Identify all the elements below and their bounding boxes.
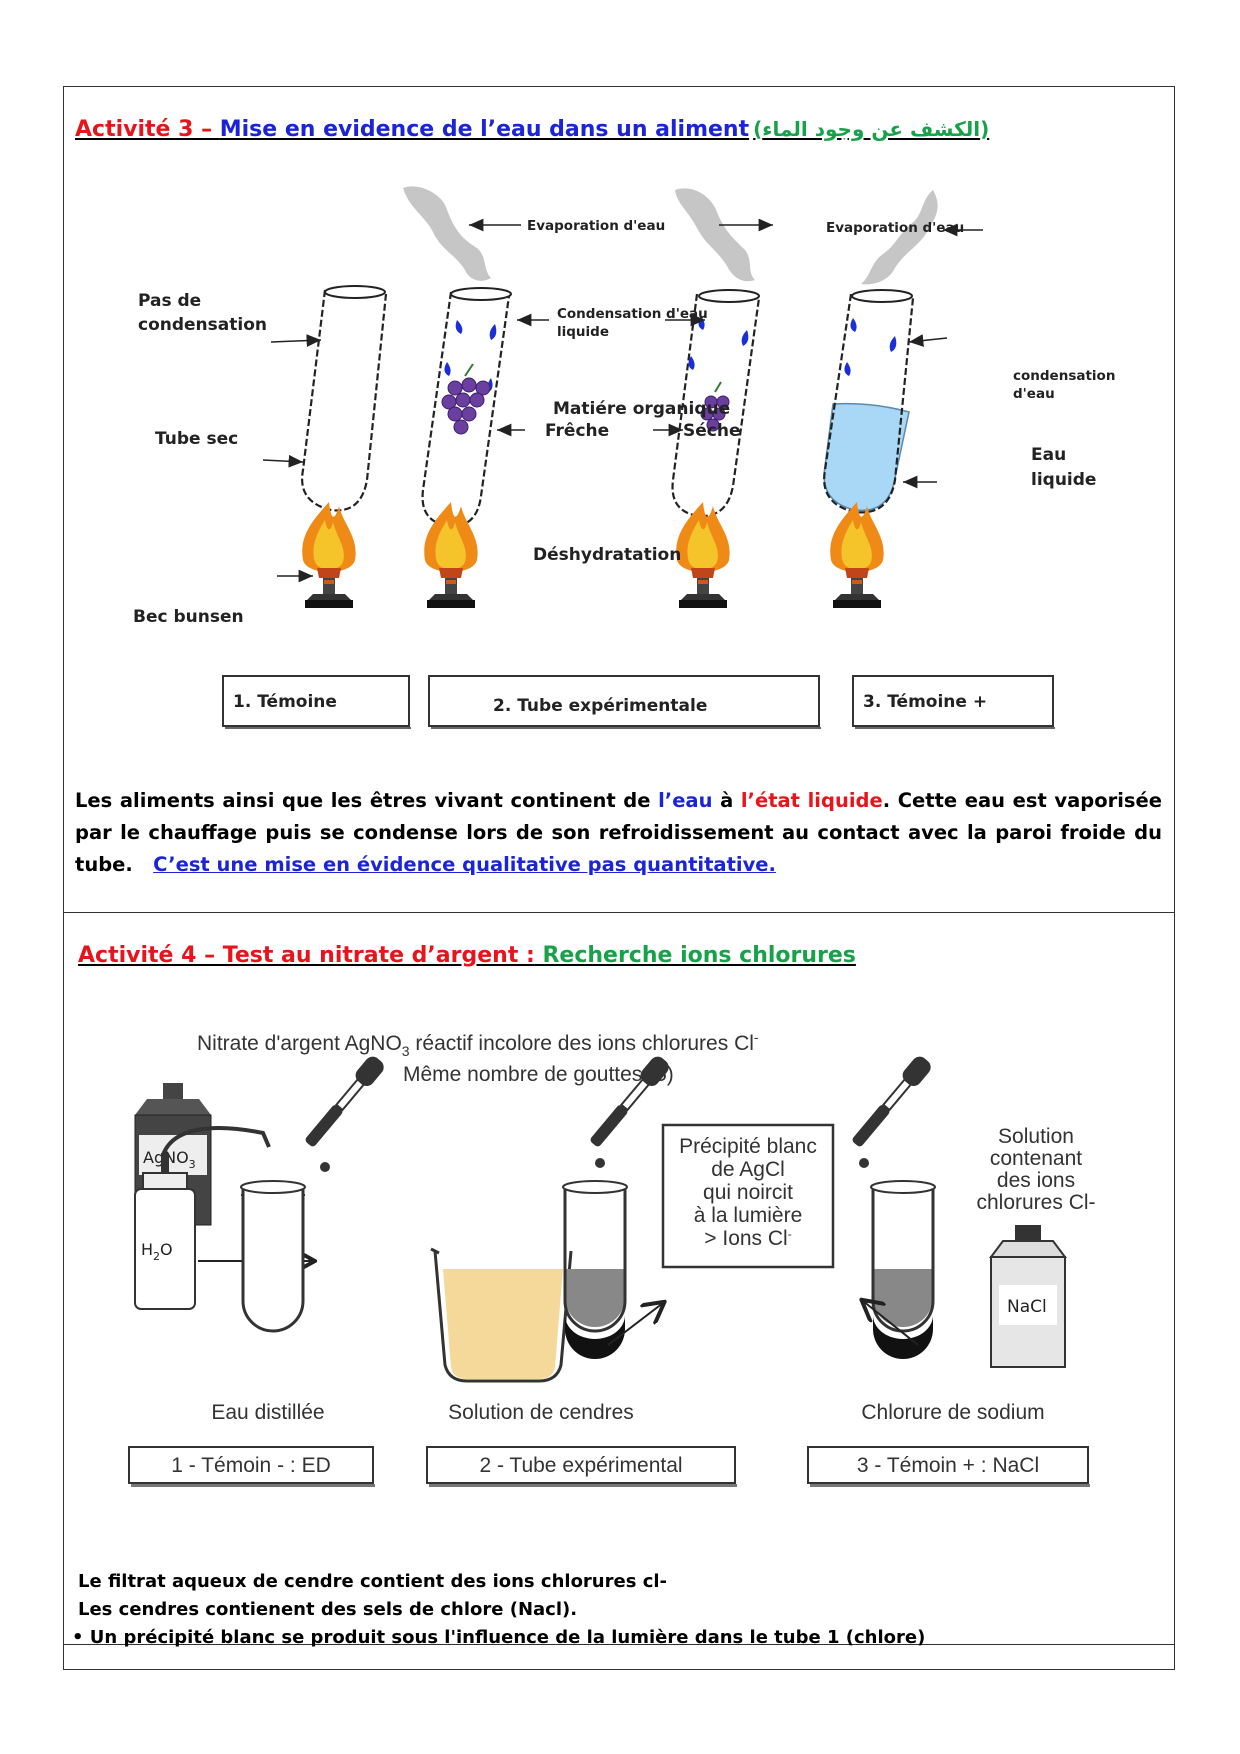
bunsen-experiment-diagram: Evaporation d'eau Evaporation d'eau Pas … (133, 186, 1115, 729)
section-divider (63, 912, 1175, 913)
arrow-precipitate-1 (607, 1303, 663, 1346)
label-seche: Séche (683, 421, 740, 441)
activity3-prefix: Activité 3 – (75, 117, 220, 142)
diagram-heading-1: Nitrate d'argent AgNO3 réactif incolore … (197, 1029, 759, 1059)
diagram-heading-2: Même nombre de gouttes (5) (403, 1063, 674, 1086)
box-1-label: 1. Témoine (233, 692, 337, 712)
label-deau-right: d'eau (1013, 386, 1055, 402)
bunsen-burner-1-icon (302, 502, 356, 608)
label-liquide-right: liquide (1031, 470, 1096, 490)
precip-line-4: à la lumière (694, 1204, 803, 1227)
text-segment: . Cette eau est vaporisée par le chauffa… (75, 789, 1162, 876)
precip-line-3: qui noircit (703, 1181, 793, 1204)
label-liquide: liquide (557, 324, 609, 340)
bottom-divider (63, 1644, 1175, 1645)
text-segment: Les aliments ainsi que les êtres vivant … (75, 789, 659, 812)
activity4-prefix: Activité 4 – Test au nitrate d’argent : (78, 943, 535, 968)
solution-line-1: Solution (998, 1125, 1074, 1148)
box-tube-experimental: 2 - Tube expérimental (426, 1446, 737, 1487)
box-tube-experimental-label: 2 - Tube expérimental (479, 1454, 682, 1477)
box-temoin-moins-label: 1 - Témoin - : ED (171, 1454, 331, 1477)
test-tube-1-icon (240, 1180, 306, 1333)
test-tube-3-icon (870, 1180, 936, 1359)
dropper-icons (305, 1056, 931, 1172)
activity3-title: Activité 3 – Mise en evidence de l’eau d… (75, 117, 989, 142)
label-condensation: condensation (138, 315, 267, 335)
activity3-heading: Mise en evidence de l’eau dans un alimen… (219, 117, 750, 142)
arrow-precipitate-2 (863, 1301, 919, 1346)
box-temoine-3: 3. Témoine + (852, 675, 1055, 729)
label-arrows (262, 218, 983, 583)
box-temoin-moins: 1 - Témoin - : ED (128, 1446, 375, 1487)
svg-text:H2O: H2O (141, 1240, 173, 1263)
label-freche: Frêche (545, 421, 609, 441)
text-etat-liquide: l’état liquide (740, 789, 883, 812)
bunsen-burner-4-icon (830, 502, 884, 608)
label-tube-sec: Tube sec (155, 429, 238, 449)
page-frame (63, 86, 1175, 1670)
solution-line-2: contenant (990, 1147, 1082, 1170)
bunsen-burner-3-icon (676, 502, 730, 608)
activity4-title: Activité 4 – Test au nitrate d’argent : … (78, 943, 856, 968)
caption-chlorure-sodium: Chlorure de sodium (861, 1401, 1044, 1424)
steam-icon (403, 186, 938, 285)
silver-nitrate-diagram: Nitrate d'argent AgNO3 réactif incolore … (128, 1029, 1096, 1487)
solution-line-3: des ions (997, 1169, 1075, 1192)
box-temoin-plus-label: 3 - Témoin + : NaCl (857, 1454, 1039, 1477)
precip-line-2: de AgCl (711, 1158, 785, 1181)
box-temoin-plus: 3 - Témoin + : NaCl (807, 1446, 1090, 1487)
caption-eau-distillee: Eau distillée (211, 1401, 324, 1424)
label-evaporation-2: Evaporation d'eau (826, 220, 964, 236)
test-tube-2-icon (562, 1180, 628, 1359)
label-eau: Eau (1031, 445, 1066, 465)
tube-1-dry (301, 285, 388, 512)
box-temoine-1: 1. Témoine (222, 675, 411, 729)
activity4-line-3: • Un précipité blanc se produit sous l'i… (72, 1627, 926, 1648)
grapes-dried-icon (700, 381, 730, 432)
text-eau: l’eau (658, 789, 713, 812)
precip-line-1: Précipité blanc (679, 1135, 817, 1158)
beaker-icon (430, 1247, 573, 1383)
activity3-arabic: (الكشف عن وجود الماء) (753, 117, 990, 141)
grapes-fresh-icon (441, 363, 491, 435)
box-tube-experimentale: 2. Tube expérimentale (428, 675, 821, 729)
label-condensation-eau: Condensation d'eau (557, 306, 708, 322)
qualitative-link[interactable]: C’est une mise en évidence qualitative p… (153, 853, 776, 876)
label-matiere-organique: Matiére organique (553, 399, 730, 419)
label-condensation-right: condensation (1013, 368, 1115, 384)
precipitate-box: Précipité blanc de AgCl qui noircit à la… (661, 1123, 835, 1269)
activity4-heading: Recherche ions chlorures (542, 943, 856, 968)
box-2-label: 2. Tube expérimentale (493, 696, 707, 716)
solution-line-4: chlorures Cl- (976, 1191, 1095, 1214)
activity4-line-2: Les cendres contienent des sels de chlor… (78, 1599, 578, 1620)
nacl-bottle-icon: NaCl (989, 1225, 1067, 1368)
label-bec-bunsen: Bec bunsen (133, 607, 244, 627)
box-3-label: 3. Témoine + (863, 692, 987, 712)
bunsen-burner-2-icon (424, 502, 478, 608)
activity4-line-1: Le filtrat aqueux de cendre contient des… (78, 1571, 667, 1592)
label-deshydratation: Déshydratation (533, 545, 681, 565)
precip-line-5: > Ions Cl- (704, 1227, 791, 1250)
text-segment: à (712, 789, 741, 812)
label-pas-de: Pas de (138, 291, 201, 311)
label-evaporation-1: Evaporation d'eau (527, 218, 665, 234)
activity3-paragraph: Les aliments ainsi que les êtres vivant … (75, 785, 1162, 881)
wash-bottle-icon: H2O (134, 1126, 271, 1310)
caption-solution-cendres: Solution de cendres (448, 1401, 634, 1424)
svg-text:NaCl: NaCl (1007, 1297, 1047, 1317)
tube-4-water (823, 289, 915, 514)
